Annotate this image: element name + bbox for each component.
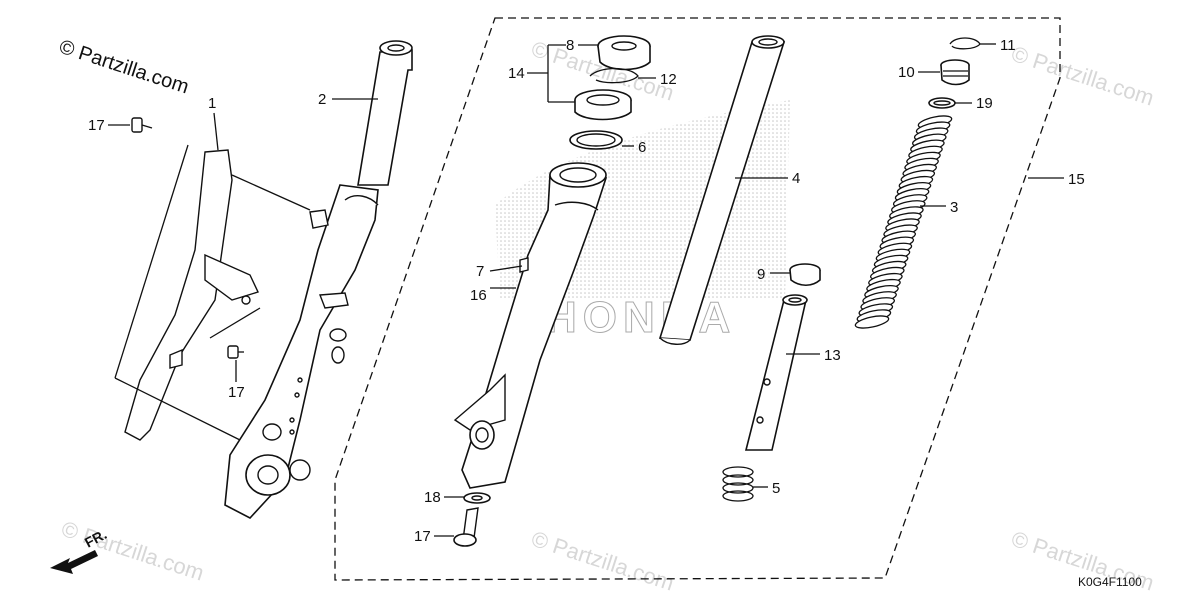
part-14-oil-seal [574,89,632,121]
spring-coil [854,315,890,329]
callout-19: 18 [424,489,441,506]
part-19-washer [463,492,491,504]
part-12-snap-ring [589,67,639,84]
part-3-fork-spring [854,115,953,329]
part-1-fork-cover [124,149,259,441]
callout-17a: 17 [88,117,105,134]
callout-4: 4 [792,170,800,187]
callout-16: 16 [470,287,487,304]
watermark-3: © Partzilla.com [58,516,207,586]
callout-10: 10 [898,64,915,81]
callout-2: 2 [318,91,326,108]
copyright-text: © Partzilla.com [56,36,191,99]
reference-lines [114,144,311,441]
callout-8: 8 [566,37,574,54]
part-6-washer [569,130,623,150]
part-2-fork-pipe [224,40,413,519]
part-17-bolt-lower [227,345,244,359]
callout-9: 9 [757,266,765,283]
callout-20: 19 [976,95,993,112]
callout-1: 1 [208,95,216,112]
part-4-fork-pipe [658,35,786,345]
callout-6: 6 [638,139,646,156]
part-17-bolt-upper [131,117,153,133]
part-7-fork-slider [453,162,608,489]
callout-13: 13 [824,347,841,364]
part-10-fork-bolt [940,59,970,86]
assembly-boundary-15 [334,17,1061,581]
part-20-o-ring [928,97,956,109]
callout-15: 15 [1068,171,1085,188]
part-5-spring [722,466,754,502]
part-13-damper-rod [744,294,808,451]
callouts: 1 2 17 17 8 14 12 6 4 7 16 9 13 5 18 [88,37,1085,545]
part-11-snap-ring [949,37,981,50]
callout-5: 5 [772,480,780,497]
part-18-bolt [453,507,479,547]
callout-14: 14 [508,65,525,82]
part-9-collar [789,263,821,287]
watermark-4: © Partzilla.com [528,526,677,596]
callout-3: 3 [950,199,958,216]
watermark-2: © Partzilla.com [1008,41,1157,111]
callout-7: 7 [476,263,484,280]
callout-12: 12 [660,71,677,88]
callout-11: 11 [1000,37,1016,54]
callout-17b: 17 [228,384,245,401]
callout-18: 17 [414,528,431,545]
honda-logo-text: HONDA [545,293,736,342]
diagram-code: K0G4F1100 [1078,575,1142,589]
part-8-dust-seal [597,35,651,71]
